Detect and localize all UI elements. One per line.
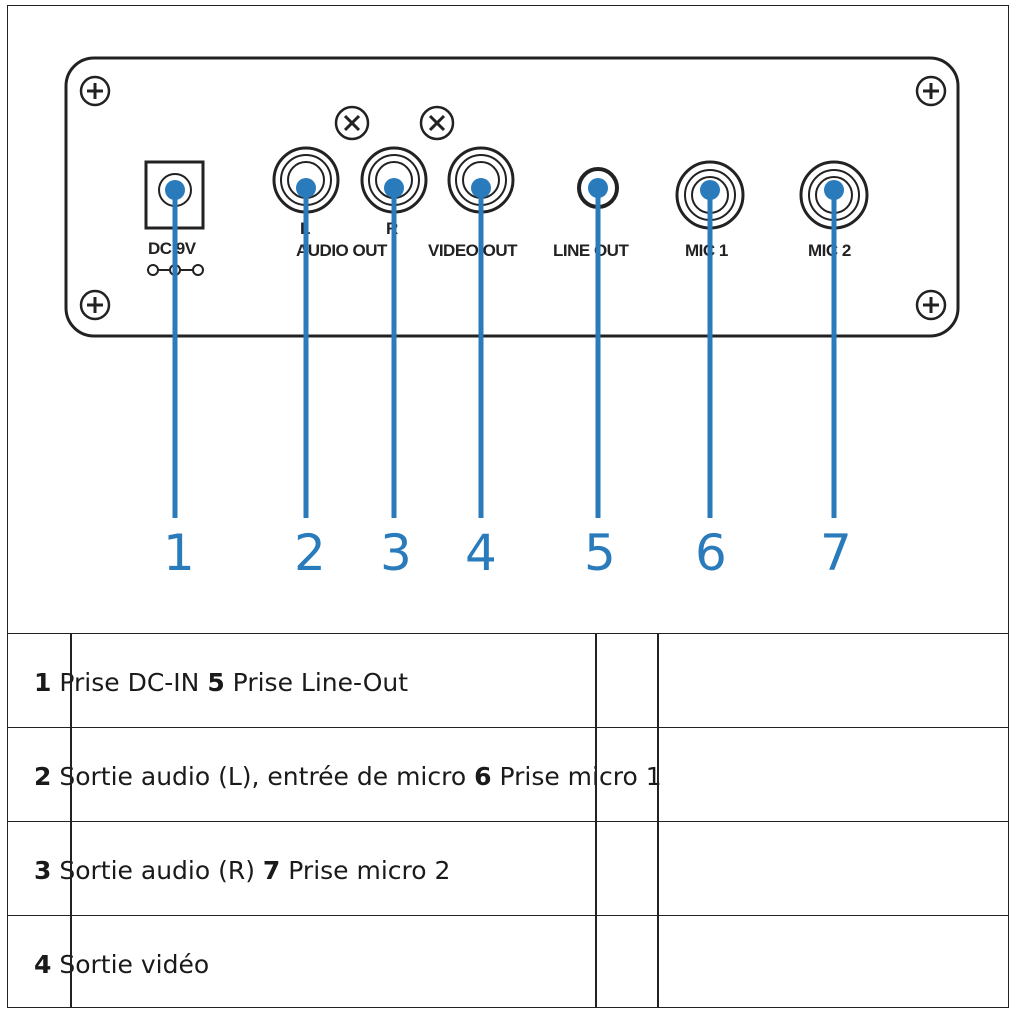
label-dc: DC 9V [148,239,197,258]
legend-row: 2 Sortie audio (L), entrée de micro 6 Pr… [7,727,1009,821]
diagram-frame [7,5,1009,1008]
callout-dot-6 [700,180,720,200]
callout-number-1: 1 [163,524,195,582]
legend-row: 4 Sortie vidéo [7,915,1009,1009]
legend-row-text: 3 Sortie audio (R) 7 Prise micro 2 [34,856,451,885]
callout-dot-3 [384,178,404,198]
callout-number-6: 6 [695,524,727,582]
legend-row-text: 2 Sortie audio (L), entrée de micro 6 Pr… [34,762,662,791]
screw-icon [915,289,947,321]
legend-row-text: 4 Sortie vidéo [34,950,210,979]
table-divider [70,633,72,1008]
label-mic2: MIC 2 [808,241,851,260]
screw-icon [419,105,455,141]
callout-dot-7 [824,180,844,200]
callout-number-7: 7 [820,524,852,582]
callout-number-2: 2 [294,524,326,582]
legend-row: 3 Sortie audio (R) 7 Prise micro 2 [7,821,1009,915]
callout-dot-4 [471,178,491,198]
rear-panel-diagram: DC 9V L R AUDIO OUT VIDEO OUT LINE OUT M… [64,56,960,582]
label-video-out: VIDEO OUT [428,241,518,260]
table-divider [595,633,597,1008]
rear-panel [64,56,960,338]
callout-dot-1 [165,180,185,200]
screw-icon [915,75,947,107]
callout-number-3: 3 [380,524,412,582]
screw-icon [79,75,111,107]
screw-icon [334,105,370,141]
screw-icon [79,289,111,321]
label-audio-out: AUDIO OUT [296,241,388,260]
callout-dot-2 [296,178,316,198]
label-mic1: MIC 1 [685,241,728,260]
table-divider [657,633,659,1008]
legend-row-text: 1 Prise DC-IN 5 Prise Line-Out [34,668,409,697]
callout-number-5: 5 [584,524,616,582]
legend-row: 1 Prise DC-IN 5 Prise Line-Out [7,633,1009,727]
label-line-out: LINE OUT [553,241,629,260]
callout-dot-5 [588,178,608,198]
callout-number-4: 4 [465,524,497,582]
